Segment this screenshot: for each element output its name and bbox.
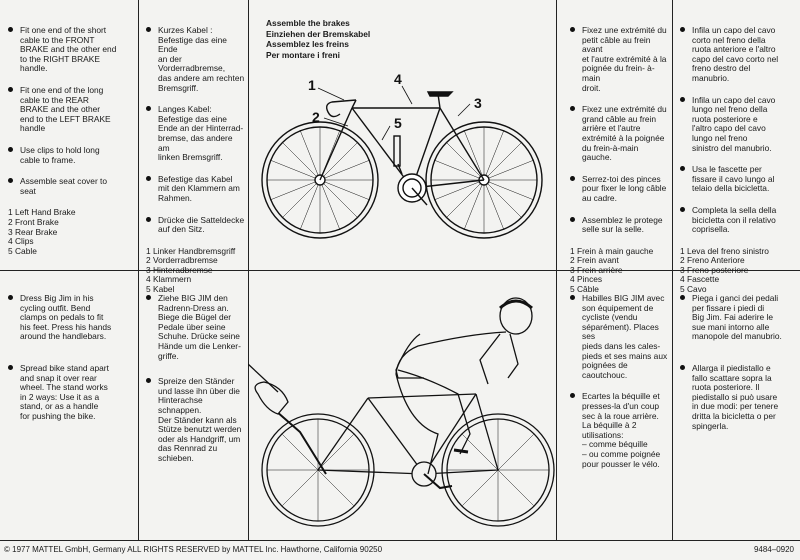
instruction-item: Ecartes la béquille et presses-la d'un c…: [566, 392, 670, 469]
instruction-item: Befestige das Kabel mit den Klammern am …: [142, 174, 246, 204]
parts-list: 1 Leva del freno sinistro 2 Freno Anteri…: [680, 245, 769, 295]
callout-1: 1: [308, 77, 316, 93]
instruction-item: Infila un capo del cavo corto nel freno …: [676, 25, 798, 84]
part-number: 9484–0920: [753, 545, 794, 554]
bullet-icon: [146, 106, 151, 112]
bullet-icon: [680, 364, 685, 370]
front-wheel: [261, 121, 379, 239]
bullet-icon: [146, 216, 151, 222]
bullet-icon: [680, 96, 685, 102]
copyright-footer: © 1977 MATTEL GmbH, Germany ALL RIGHTS R…: [4, 545, 383, 554]
callout-5: 5: [394, 115, 402, 131]
callout-3: 3: [474, 95, 482, 111]
instruction-item: Kurzes Kabel : Befestige das eine Ende a…: [142, 25, 246, 93]
bullet-icon: [680, 206, 685, 212]
bottom-italian-column: Piega i ganci dei pedali per fissare i p…: [676, 293, 798, 443]
bicycle-illustration: 1 2 4 5 3: [261, 71, 543, 239]
row-divider: [0, 270, 800, 271]
parts-list: 1 Left Hand Brake 2 Front Brake 3 Rear B…: [8, 207, 76, 256]
instruction-item: Fixez une extrémité du grand câble au fr…: [566, 104, 670, 163]
assembly-title: Assemble the brakes Einziehen der Bremsk…: [266, 18, 371, 60]
bullet-icon: [146, 27, 151, 32]
top-english-column: Fit one end of the short cable to the FR…: [4, 25, 136, 256]
bullet-icon: [146, 378, 151, 384]
bullet-icon: [570, 295, 575, 300]
top-french-column: Fixez une extrémité du petit câble au fr…: [566, 25, 670, 295]
instruction-item: Assemblez le protege selle sur la selle.: [566, 215, 670, 235]
bullet-icon: [680, 295, 685, 300]
parts-list: 1 Linker Handbremsgriff 2 Vorderradbrems…: [146, 245, 236, 295]
instruction-item: Allarga il piedistallo e fallo scattare …: [676, 363, 798, 431]
instruction-item: Completa la sella della bicicletta con i…: [676, 205, 798, 235]
bullet-icon: [680, 166, 685, 172]
instruction-item: Ziehe BIG JIM den Radrenn-Dress an. Bieg…: [142, 293, 246, 361]
instruction-item: Fixez une extrémité du petit câble au fr…: [566, 25, 670, 93]
bullet-icon: [680, 27, 685, 32]
instruction-item: Use clips to hold long cable to frame.: [4, 145, 136, 165]
bullet-icon: [570, 393, 575, 399]
instruction-item: Habilles BIG JIM avec son équipement de …: [566, 293, 670, 380]
instruction-item: Spreize den Ständer und lasse ihn über d…: [142, 376, 246, 463]
bullet-icon: [570, 175, 575, 181]
instruction-item: Spread bike stand apart and snap it over…: [4, 363, 136, 422]
bullet-icon: [8, 364, 13, 370]
bullet-icon: [8, 178, 13, 184]
bullet-icon: [8, 146, 13, 152]
bullet-icon: [8, 295, 13, 300]
top-german-column: Kurzes Kabel : Befestige das eine Ende a…: [142, 25, 246, 295]
callout-2: 2: [312, 109, 320, 125]
instruction-item: Dress Big Jim in his cycling outfit. Ben…: [4, 293, 136, 342]
parts-list: 1 Frein à main gauche 2 Frein avant 3 Fr…: [570, 245, 654, 295]
cyclist-on-bicycle-illustration: [248, 297, 555, 527]
bottom-french-column: Habilles BIG JIM avec son équipement de …: [566, 293, 670, 481]
top-italian-column: Infila un capo del cavo corto nel freno …: [676, 25, 798, 295]
instruction-item: Infila un capo del cavo lungo nel freno …: [676, 95, 798, 154]
bullet-icon: [146, 295, 151, 300]
bottom-rule: [0, 540, 800, 541]
instruction-item: Serrez-toi des pinces pour fixer le long…: [566, 174, 670, 204]
bottom-german-column: Ziehe BIG JIM den Radrenn-Dress an. Bieg…: [142, 293, 246, 476]
bullet-icon: [8, 86, 13, 92]
bullet-icon: [570, 216, 575, 222]
bullet-icon: [146, 175, 151, 181]
bottom-english-column: Dress Big Jim in his cycling outfit. Ben…: [4, 293, 136, 434]
callout-4: 4: [394, 71, 402, 87]
instruction-item: Piega i ganci dei pedali per fissare i p…: [676, 293, 798, 342]
instruction-item: Langes Kabel: Befestige das eine Ende an…: [142, 104, 246, 163]
instruction-item: Usa le fascette per fissare il cavo lung…: [676, 164, 798, 194]
instruction-item: Fit one end of the short cable to the FR…: [4, 25, 136, 74]
rear-wheel: [425, 121, 543, 239]
bullet-icon: [8, 27, 13, 32]
bullet-icon: [570, 106, 575, 112]
instruction-item: Drücke die Satteldecke auf den Sitz.: [142, 215, 246, 235]
instruction-item: Fit one end of the long cable to the REA…: [4, 85, 136, 134]
instruction-item: Assemble seat cover to seat: [4, 176, 136, 196]
bullet-icon: [570, 27, 575, 32]
